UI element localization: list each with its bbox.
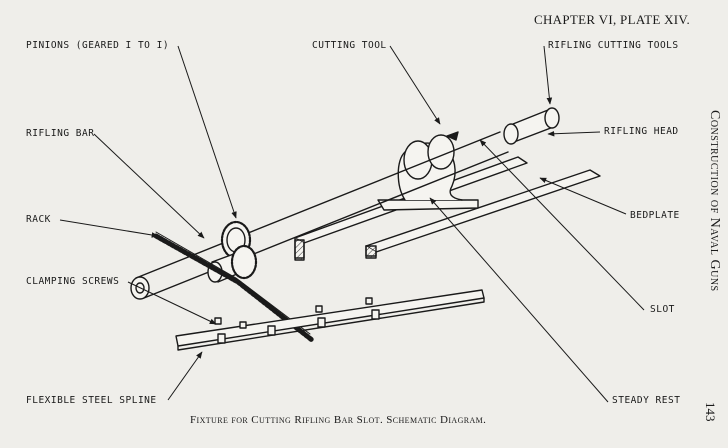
label-bedplate: BEDPLATE [630,210,680,221]
clamping-screws-part [214,297,380,344]
label-rifling-head: RIFLING HEAD [604,126,679,137]
label-steady-rest: STEADY REST [612,395,681,406]
cutting-tool-part [446,131,459,141]
rifling-head-part [503,107,560,145]
label-flexible-steel-spline: FLEXIBLE STEEL SPLINE [26,395,157,406]
label-rifling-cutting-tools: RIFLING CUTTING TOOLS [548,40,679,51]
steady-rest-part [377,134,479,211]
figure-caption: Fixture for Cutting Rifling Bar Slot. Sc… [190,414,487,426]
label-clamping-screws: CLAMPING SCREWS [26,276,120,287]
label-pinions: PINIONS (GEARED I TO I) [26,40,170,51]
flexible-steel-spline-part [175,289,485,351]
label-rifling-bar: RIFLING BAR [26,128,95,139]
label-rack: RACK [26,214,51,225]
label-slot: SLOT [650,304,675,315]
rifling-bar-part [130,131,509,300]
label-cutting-tool: CUTTING TOOL [312,40,387,51]
chapter-heading: CHAPTER VI, PLATE XIV. [534,12,690,27]
